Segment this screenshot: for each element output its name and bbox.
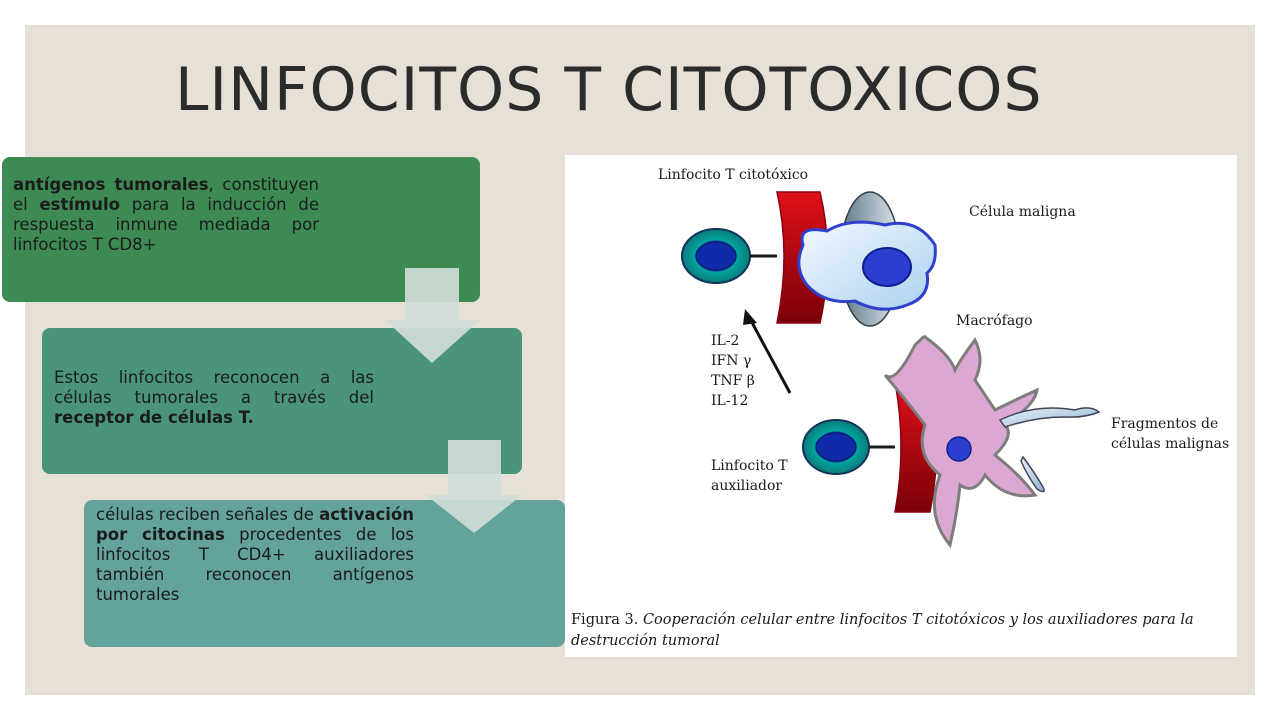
caption-prefix: Figura 3. xyxy=(571,612,639,628)
activation-arrow-icon xyxy=(747,316,792,394)
label-cytokine: IL-12 xyxy=(711,393,749,409)
fragment-icon xyxy=(1020,455,1045,493)
helper-t-cell-icon xyxy=(802,419,895,475)
label-fragments: Fragmentos de xyxy=(1111,416,1219,432)
step-box-2-bold-1: receptor de células T. xyxy=(54,408,254,427)
label-cytokine: IFN γ xyxy=(711,353,752,369)
step-box-2-text-1: Estos linfocitos reconocen a las células… xyxy=(54,368,374,407)
step-box-3: células reciben señales de activación po… xyxy=(84,500,565,647)
step-box-1-bold-1: antígenos tumorales xyxy=(13,175,209,194)
step-box-3-text: células reciben señales de activación po… xyxy=(96,505,414,605)
label-helper-t-cell: auxiliador xyxy=(711,478,783,494)
step-box-1: antígenos tumorales, constituyen el estí… xyxy=(2,157,480,302)
step-box-3-text-2: procedentes de los linfocitos T CD4+ aux… xyxy=(96,525,415,604)
figure-panel: Linfocito T citotóxico Célula maligna Ma… xyxy=(565,155,1237,657)
malignant-nucleus-icon xyxy=(862,247,912,287)
step-box-1-text-2: para la inducción de respuesta inmune me… xyxy=(13,195,319,254)
step-box-3-text-1: células reciben señales de xyxy=(96,505,320,524)
label-helper-t-cell: Linfocito T xyxy=(711,458,788,474)
macrophage-nucleus-icon xyxy=(946,436,972,462)
figure-caption: Figura 3. Cooperación celular entre linf… xyxy=(571,610,1231,652)
step-box-1-text: antígenos tumorales, constituyen el estí… xyxy=(13,175,319,255)
fragment-icon xyxy=(998,407,1101,428)
step-box-3-bold-1: activación por citocinas xyxy=(96,505,414,544)
step-box-1-bold-2: estímulo xyxy=(39,195,120,214)
cell-cooperation-diagram xyxy=(681,191,1101,549)
label-cytokine: TNF β xyxy=(711,373,755,389)
down-arrow-icon xyxy=(385,268,480,363)
step-box-2: Estos linfocitos reconocen a las células… xyxy=(42,328,522,474)
label-macrophage: Macrófago xyxy=(956,313,1033,329)
label-cytotoxic-t-cell: Linfocito T citotóxico xyxy=(658,167,809,183)
caption-text: Cooperación celular entre linfocitos T c… xyxy=(571,612,1194,649)
label-cytokine: IL-2 xyxy=(711,333,740,349)
step-box-1-text-1: , constituyen el xyxy=(13,175,319,214)
cytotoxic-t-cell-icon xyxy=(681,228,777,284)
label-fragments: células malignas xyxy=(1111,436,1230,452)
slide-title: LINFOCITOS T CITOTOXICOS xyxy=(175,55,1043,125)
label-malignant-cell: Célula maligna xyxy=(969,204,1076,220)
down-arrow-icon xyxy=(426,440,522,533)
step-box-2-text: Estos linfocitos reconocen a las células… xyxy=(54,368,374,428)
